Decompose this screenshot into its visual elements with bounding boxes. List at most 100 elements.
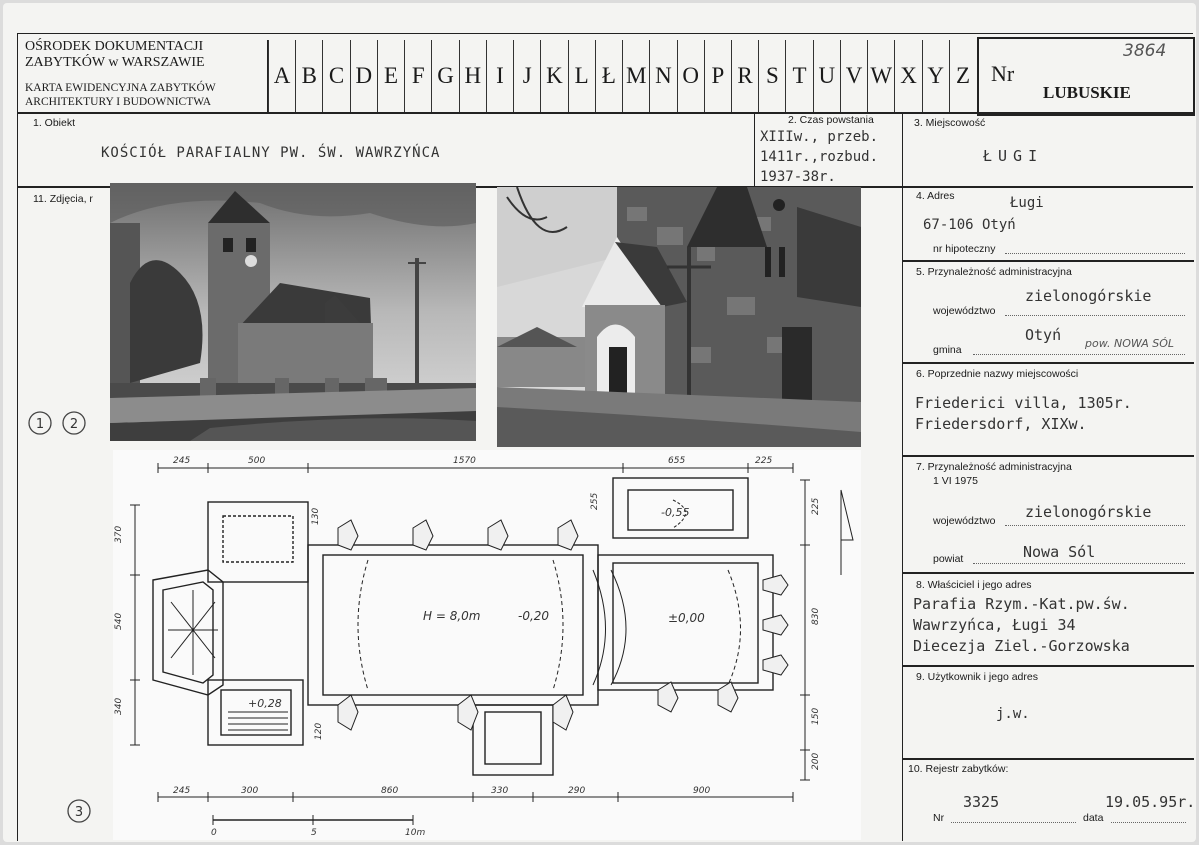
marker-circle bbox=[62, 411, 86, 435]
dim-right-1: 225 bbox=[811, 498, 821, 515]
marker-3: 3 bbox=[75, 805, 83, 820]
rejestr-nr-dots bbox=[951, 822, 1076, 823]
gmina-dots bbox=[973, 354, 1185, 355]
index-letter: E bbox=[376, 40, 404, 112]
index-letter: M bbox=[622, 40, 649, 112]
nr-label: Nr bbox=[991, 61, 1015, 86]
index-letter: Z bbox=[948, 40, 976, 112]
scale-10: 10m bbox=[405, 828, 425, 838]
dim-inner-2: 255 bbox=[590, 493, 600, 510]
rule bbox=[17, 33, 18, 841]
level-chancel: ±0,00 bbox=[668, 611, 705, 625]
adres-line2: 67-106 Otyń bbox=[923, 217, 1016, 233]
rule bbox=[902, 572, 1194, 574]
marker-1: 1 bbox=[36, 417, 44, 432]
index-letter: F bbox=[404, 40, 431, 112]
dim-bottom-6: 900 bbox=[693, 786, 710, 796]
record-card: OŚRODEK DOKUMENTACJI ZABYTKÓW w WARSZAWI… bbox=[3, 3, 1196, 842]
index-letter: O bbox=[676, 40, 704, 112]
poprz-line1: Friederici villa, 1305r. bbox=[915, 394, 1132, 412]
przyn1-label: 5. Przynależność administracyjna bbox=[916, 266, 1072, 278]
marker-circle bbox=[67, 799, 91, 823]
rejestr-data: 19.05.95r. bbox=[1105, 793, 1196, 811]
index-letter: G bbox=[431, 40, 458, 112]
powiat-label: powiat bbox=[933, 553, 964, 565]
index-letter: N bbox=[649, 40, 676, 112]
dim-top-2: 500 bbox=[248, 456, 265, 466]
dim-left-1: 370 bbox=[114, 526, 124, 543]
dim-bottom-2: 300 bbox=[241, 786, 258, 796]
photo-church-entrance bbox=[497, 187, 861, 447]
dim-inner-1: 130 bbox=[311, 508, 321, 525]
index-letter: D bbox=[349, 40, 377, 112]
dim-bottom-4: 330 bbox=[491, 786, 508, 796]
dim-top-3: 1570 bbox=[453, 456, 476, 466]
rejestr-data-label: data bbox=[1083, 812, 1104, 824]
woj1-value: zielonogórskie bbox=[1025, 287, 1152, 305]
level-tower: +0,28 bbox=[248, 697, 282, 710]
index-letter: J bbox=[513, 40, 540, 112]
hipoteczny-dots bbox=[1005, 253, 1185, 254]
index-letter: R bbox=[730, 40, 758, 112]
rejestr-nr-label: Nr bbox=[933, 812, 945, 824]
index-letter: B bbox=[295, 40, 322, 112]
index-letter: C bbox=[322, 40, 349, 112]
woj1-dots bbox=[1005, 315, 1185, 316]
obiekt-value: KOŚCIÓŁ PARAFIALNY PW. ŚW. WAWRZYŃCA bbox=[101, 145, 441, 161]
index-letter: P bbox=[703, 40, 731, 112]
scale-0: 0 bbox=[211, 828, 217, 838]
scale-5: 5 bbox=[311, 828, 317, 838]
hipoteczny-label: nr hipoteczny bbox=[933, 243, 996, 255]
rule bbox=[754, 113, 755, 187]
dim-bottom-5: 290 bbox=[568, 786, 585, 796]
uzytkownik-label: 9. Użytkownik i jego adres bbox=[916, 671, 1038, 683]
institution-name: OŚRODEK DOKUMENTACJI ZABYTKÓW w WARSZAWI… bbox=[25, 39, 205, 70]
dim-top-1: 245 bbox=[173, 456, 190, 466]
plan-marker: 3 bbox=[67, 799, 91, 823]
number-box: Nr 3864 LUBUSKIE bbox=[977, 37, 1195, 116]
rule bbox=[902, 758, 1194, 760]
rejestr-nr: 3325 bbox=[963, 793, 1000, 811]
rule bbox=[902, 362, 1194, 364]
uzytkownik-value: j.w. bbox=[996, 706, 1030, 722]
index-letter: I bbox=[485, 40, 513, 112]
level-sacristy: -0,55 bbox=[661, 506, 689, 519]
dim-right-4: 200 bbox=[811, 753, 821, 770]
index-letter: H bbox=[458, 40, 486, 112]
przyn2-label: 7. Przynależność administracyjna bbox=[916, 461, 1072, 473]
church-floor-plan: 245 500 1570 655 225 245 300 860 330 290… bbox=[113, 450, 861, 840]
photo-church-exterior bbox=[110, 183, 476, 441]
gmina-value: Otyń bbox=[1025, 326, 1062, 344]
index-letter: W bbox=[867, 40, 894, 112]
height-label: H = 8,0m bbox=[423, 609, 480, 623]
wlasciciel-label: 8. Właściciel i jego adres bbox=[916, 579, 1032, 591]
adres-line1: Ługi bbox=[1010, 195, 1044, 211]
obiekt-label: 1. Obiekt bbox=[33, 117, 76, 129]
rule bbox=[902, 260, 1194, 262]
woj2-label: województwo bbox=[933, 515, 996, 527]
przyn2-date: 1 VI 1975 bbox=[933, 475, 978, 487]
woj1-label: województwo bbox=[933, 305, 996, 317]
powiat-dots bbox=[973, 563, 1185, 564]
powiat-value: Nowa Sól bbox=[1023, 543, 1096, 561]
poprz-line2: Friedersdorf, XIXw. bbox=[915, 415, 1087, 433]
dim-left-3: 340 bbox=[114, 698, 124, 715]
adres-label: 4. Adres bbox=[916, 190, 955, 202]
marker-circle bbox=[28, 411, 52, 435]
miejscowosc-value: ŁUGI bbox=[983, 147, 1044, 165]
rule bbox=[902, 665, 1194, 667]
index-letter: Ł bbox=[594, 40, 622, 112]
index-letter: V bbox=[839, 40, 867, 112]
gmina-note: pow. NOWA SÓL bbox=[1085, 337, 1175, 350]
card-type: KARTA EWIDENCYJNA ZABYTKÓW ARCHITEKTURY … bbox=[25, 82, 216, 108]
woj2-dots bbox=[1005, 525, 1185, 526]
index-letter: S bbox=[758, 40, 785, 112]
wlasciciel-value: Parafia Rzym.-Kat.pw.św. Wawrzyńca, Ługi… bbox=[913, 595, 1130, 655]
marker-2: 2 bbox=[70, 417, 78, 432]
dim-top-5: 225 bbox=[755, 456, 772, 466]
miejscowosc-label: 3. Miejscowość bbox=[914, 117, 986, 129]
level-nave: -0,20 bbox=[518, 609, 549, 623]
gmina-label: gmina bbox=[933, 344, 962, 356]
rule bbox=[17, 112, 1193, 114]
